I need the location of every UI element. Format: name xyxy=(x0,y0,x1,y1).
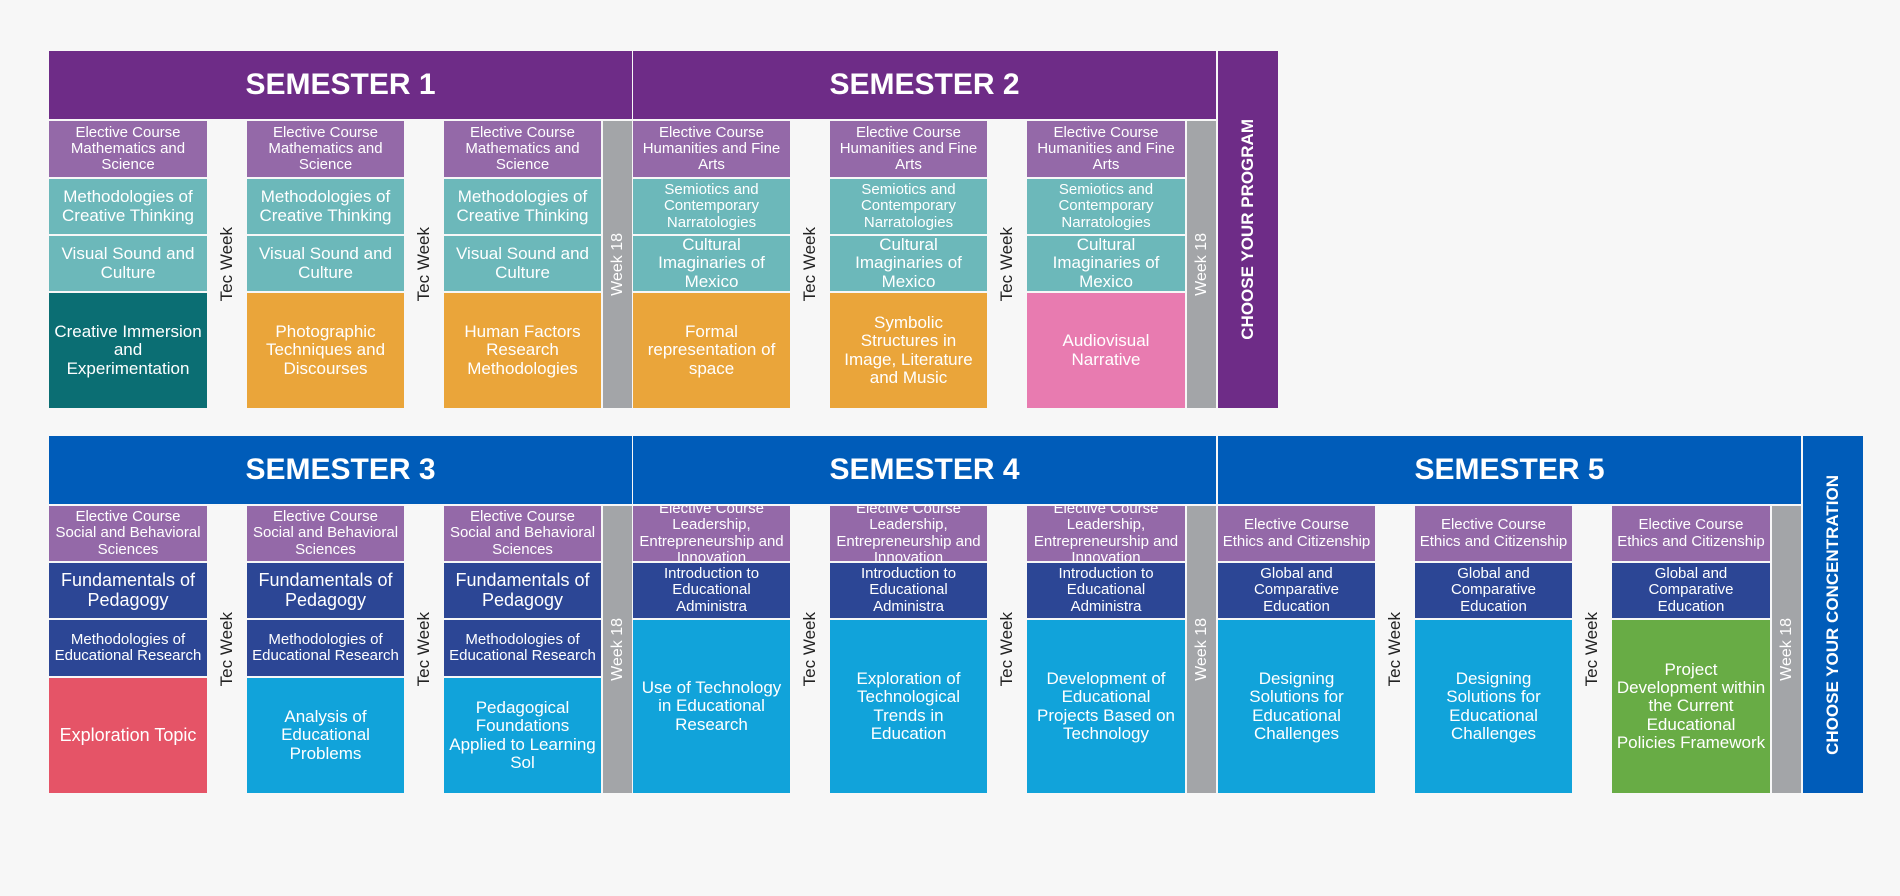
course-cell: Global and Comparative Education xyxy=(1612,563,1770,618)
course-cell: Elective Course Leadership, Entrepreneur… xyxy=(830,506,987,561)
choose-your-program-banner: CHOOSE YOUR PROGRAM xyxy=(1218,51,1278,408)
course-cell: Elective Course Humanities and Fine Arts xyxy=(1027,121,1185,177)
course-cell: Introduction to Educational Administra xyxy=(1027,563,1185,618)
course-cell: Visual Sound and Culture xyxy=(444,236,601,291)
course-cell: Elective Course Ethics and Citizenship xyxy=(1218,506,1375,561)
week-18-bar: Week 18 xyxy=(1187,121,1216,408)
choose-your-program-label: CHOOSE YOUR PROGRAM xyxy=(1238,119,1257,340)
course-cell: Pedagogical Foundations Applied to Learn… xyxy=(444,678,601,793)
course-cell: Exploration of Technological Trends in E… xyxy=(830,620,987,793)
course-cell: Visual Sound and Culture xyxy=(247,236,404,291)
course-cell: Global and Comparative Education xyxy=(1415,563,1572,618)
course-cell: Designing Solutions for Educational Chal… xyxy=(1218,620,1375,793)
course-cell: Methodologies of Educational Research xyxy=(247,620,404,676)
course-cell: Methodologies of Creative Thinking xyxy=(49,179,207,234)
tec-week-label: Tec Week xyxy=(1582,612,1601,687)
course-cell: Methodologies of Educational Research xyxy=(49,620,207,676)
course-cell: Cultural Imaginaries of Mexico xyxy=(830,236,987,291)
course-cell: Elective Course Ethics and Citizenship xyxy=(1612,506,1770,561)
course-cell: Visual Sound and Culture xyxy=(49,236,207,291)
course-cell: Elective Course Mathematics and Science xyxy=(444,121,601,177)
week-18-bar: Week 18 xyxy=(1772,506,1801,793)
course-cell: Designing Solutions for Educational Chal… xyxy=(1415,620,1572,793)
course-cell: Elective Course Mathematics and Science xyxy=(49,121,207,177)
week-18-bar: Week 18 xyxy=(603,506,632,793)
course-cell: Semiotics and Contemporary Narratologies xyxy=(633,179,790,234)
tec-week-label: Tec Week xyxy=(217,227,236,302)
course-cell: Analysis of Educational Problems xyxy=(247,678,404,793)
course-cell: Fundamentals of Pedagogy xyxy=(247,563,404,618)
course-cell: Methodologies of Creative Thinking xyxy=(444,179,601,234)
course-cell: Cultural Imaginaries of Mexico xyxy=(1027,236,1185,291)
course-cell: Methodologies of Creative Thinking xyxy=(247,179,404,234)
course-cell: Use of Technology in Educational Researc… xyxy=(633,620,790,793)
tec-week-label: Tec Week xyxy=(217,612,236,687)
tec-week-label: Tec Week xyxy=(997,227,1016,302)
tec-week-label: Tec Week xyxy=(414,612,433,687)
course-cell: Cultural Imaginaries of Mexico xyxy=(633,236,790,291)
course-cell: Elective Course Social and Behavioral Sc… xyxy=(247,506,404,561)
tec-week-label: Tec Week xyxy=(1385,612,1404,687)
course-cell: Methodologies of Educational Research xyxy=(444,620,601,676)
course-cell: Elective Course Ethics and Citizenship xyxy=(1415,506,1572,561)
course-cell: Elective Course Humanities and Fine Arts xyxy=(830,121,987,177)
course-cell: Elective Course Leadership, Entrepreneur… xyxy=(633,506,790,561)
course-cell: Symbolic Structures in Image, Literature… xyxy=(830,293,987,408)
week-18-bar: Week 18 xyxy=(1187,506,1216,793)
tec-week-label: Tec Week xyxy=(800,612,819,687)
course-cell: Global and Comparative Education xyxy=(1218,563,1375,618)
week-18-bar: Week 18 xyxy=(603,121,632,408)
course-cell: Audiovisual Narrative xyxy=(1027,293,1185,408)
tec-week-label: Tec Week xyxy=(414,227,433,302)
course-cell: Fundamentals of Pedagogy xyxy=(444,563,601,618)
course-cell: Elective Course Humanities and Fine Arts xyxy=(633,121,790,177)
course-cell: Exploration Topic xyxy=(49,678,207,793)
course-cell: Elective Course Social and Behavioral Sc… xyxy=(444,506,601,561)
course-cell: Development of Educational Projects Base… xyxy=(1027,620,1185,793)
course-cell: Semiotics and Contemporary Narratologies xyxy=(830,179,987,234)
course-cell: Elective Course Leadership, Entrepreneur… xyxy=(1027,506,1185,561)
course-cell: Fundamentals of Pedagogy xyxy=(49,563,207,618)
tec-week-label: Tec Week xyxy=(800,227,819,302)
course-cell: Elective Course Mathematics and Science xyxy=(247,121,404,177)
course-cell: Creative Immersion and Experimentation xyxy=(49,293,207,408)
course-cell: Elective Course Social and Behavioral Sc… xyxy=(49,506,207,561)
semester-1-header: SEMESTER 1 xyxy=(49,51,632,119)
course-cell: Formal representation of space xyxy=(633,293,790,408)
course-cell: Human Factors Research Methodologies xyxy=(444,293,601,408)
semester-2-header: SEMESTER 2 xyxy=(633,51,1216,119)
tec-week-label: Tec Week xyxy=(997,612,1016,687)
choose-your-concentration-banner: CHOOSE YOUR CONCENTRATION xyxy=(1803,436,1863,793)
semester-3-header: SEMESTER 3 xyxy=(49,436,632,504)
semester-5-header: SEMESTER 5 xyxy=(1218,436,1801,504)
course-cell: Photographic Techniques and Discourses xyxy=(247,293,404,408)
course-cell: Introduction to Educational Administra xyxy=(633,563,790,618)
semester-4-header: SEMESTER 4 xyxy=(633,436,1216,504)
choose-your-concentration-label: CHOOSE YOUR CONCENTRATION xyxy=(1823,474,1842,755)
course-cell: Introduction to Educational Administra xyxy=(830,563,987,618)
course-cell: Project Development within the Current E… xyxy=(1612,620,1770,793)
course-cell: Semiotics and Contemporary Narratologies xyxy=(1027,179,1185,234)
